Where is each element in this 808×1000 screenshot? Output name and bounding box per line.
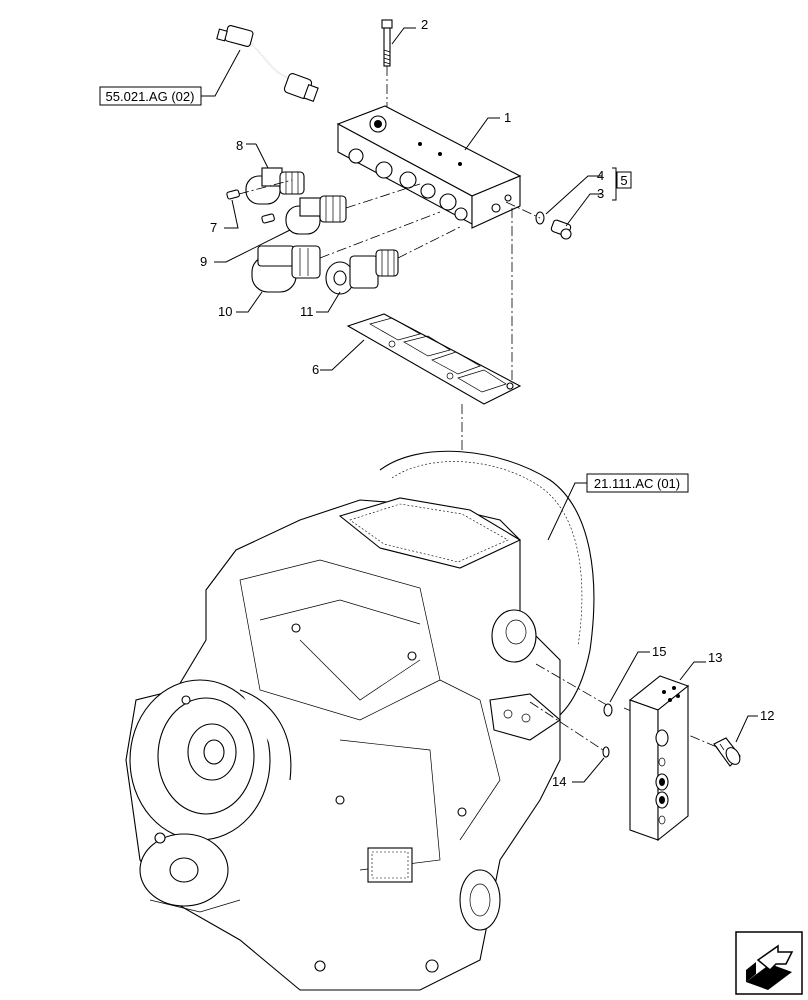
adapter-block-13 — [628, 675, 690, 842]
callout-10: 10 — [218, 304, 232, 319]
callout-1: 1 — [504, 110, 511, 125]
bolt-12 — [713, 737, 741, 767]
callout-4: 4 — [597, 168, 604, 183]
callout-3: 3 — [597, 186, 604, 201]
solenoid-valve-10 — [251, 245, 321, 293]
transmission-housing — [125, 450, 595, 991]
reference-21-111-ac-label: 21.111.AC (01) — [594, 476, 680, 491]
callout-2: 2 — [421, 17, 428, 32]
solenoid-valve-9 — [261, 195, 347, 235]
o-ring-15 — [603, 703, 613, 717]
screw-7 — [226, 189, 240, 200]
callout-6: 6 — [312, 362, 319, 377]
callout-15: 15 — [652, 644, 666, 659]
next-page-arrow-icon[interactable] — [735, 931, 803, 995]
screw-3 — [550, 219, 572, 240]
callout-12: 12 — [760, 708, 774, 723]
callout-11: 11 — [300, 304, 314, 319]
reference-55-021-ag-label: 55.021.AG (02) — [106, 89, 195, 104]
callout-13: 13 — [708, 650, 722, 665]
reference-21-111-ac[interactable]: 21.111.AC (01) — [586, 473, 689, 493]
callout-7: 7 — [210, 220, 217, 235]
gasket-6 — [346, 313, 522, 405]
solenoid-valve-8 — [245, 167, 305, 205]
callout-14: 14 — [552, 774, 566, 789]
reference-55-021-ag[interactable]: 55.021.AG (02) — [99, 86, 202, 106]
group-5-box: 5 — [616, 171, 632, 189]
solenoid-valve-11 — [325, 249, 399, 295]
valve-block-1 — [336, 105, 522, 229]
callout-8: 8 — [236, 138, 243, 153]
callout-numbers: 2 1 8 7 9 10 11 4 3 6 15 13 12 14 — [200, 17, 774, 789]
callout-9: 9 — [200, 254, 207, 269]
group-5-label: 5 — [620, 173, 627, 188]
wiring-harness — [216, 25, 319, 102]
bolt-2 — [381, 19, 393, 67]
o-ring-14 — [602, 746, 610, 758]
